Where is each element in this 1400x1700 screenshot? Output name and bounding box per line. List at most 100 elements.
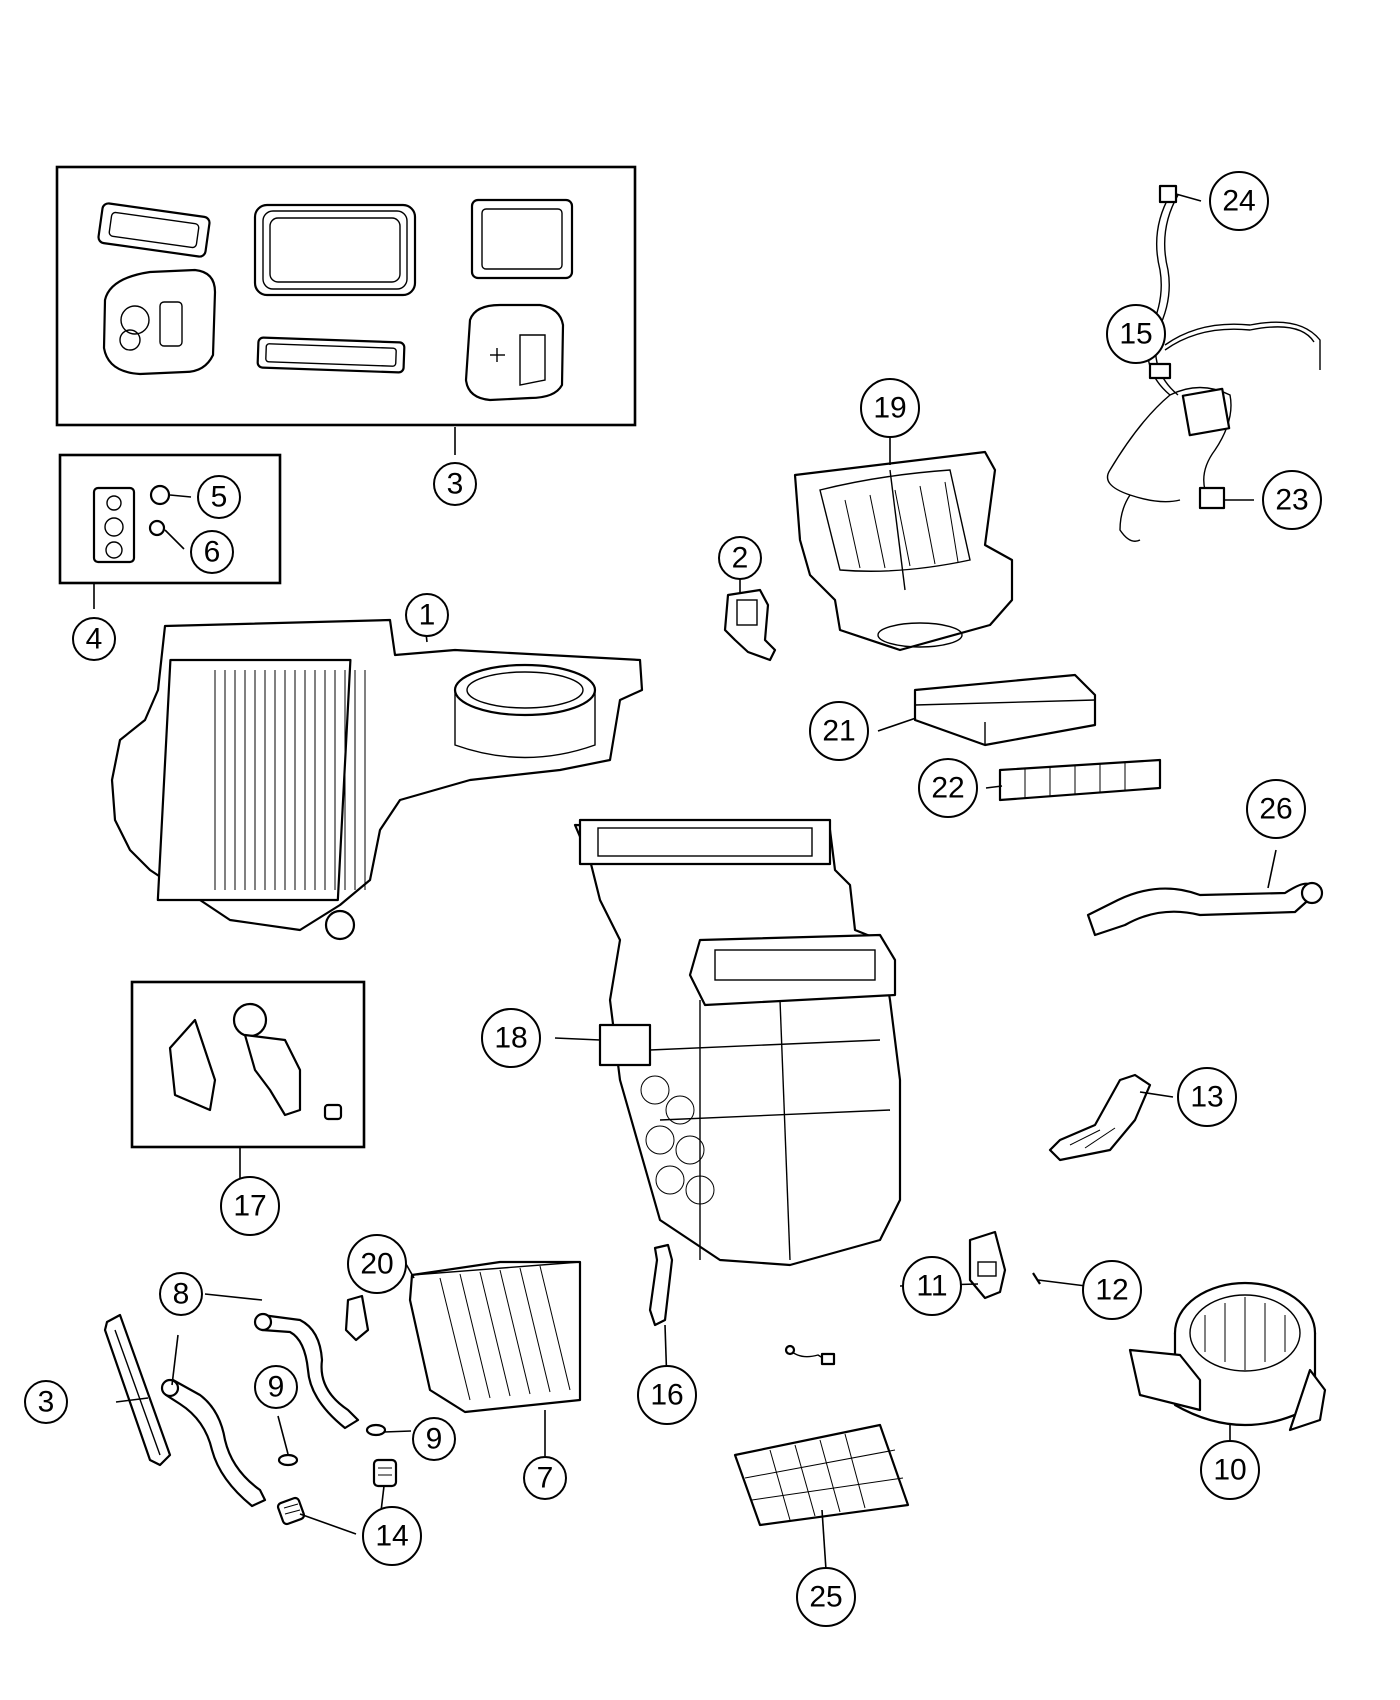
- seal-small-rect[interactable]: [97, 202, 211, 258]
- seal-large-frame[interactable]: [253, 203, 417, 297]
- bracket-20[interactable]: [344, 1294, 370, 1342]
- callout-c18[interactable]: 18: [481, 1008, 541, 1068]
- actuator-gear-arm[interactable]: [232, 1002, 302, 1117]
- callout-circle: [718, 536, 762, 580]
- callout-number: 3: [38, 1386, 55, 1419]
- callout-circle: [796, 1567, 856, 1627]
- callout-c3b[interactable]: 3: [24, 1380, 68, 1424]
- callout-number: 19: [873, 392, 906, 425]
- hvac-case-main[interactable]: [573, 818, 902, 1267]
- seal-evaporator-plate[interactable]: [102, 268, 217, 376]
- temperature-sensor-16[interactable]: [648, 1243, 674, 1327]
- heater-hose-8[interactable]: [160, 1312, 360, 1508]
- callout-circle: [72, 617, 116, 661]
- callout-c20[interactable]: 20: [347, 1234, 407, 1294]
- heater-core-7[interactable]: [408, 1260, 582, 1414]
- expansion-valve[interactable]: [92, 486, 136, 564]
- callout-number: 6: [204, 536, 221, 569]
- callout-c13[interactable]: 13: [1177, 1067, 1237, 1127]
- callout-c26[interactable]: 26: [1246, 779, 1306, 839]
- callout-c10[interactable]: 10: [1200, 1440, 1260, 1500]
- callout-circle: [1246, 779, 1306, 839]
- filter-grid-22[interactable]: [998, 758, 1162, 802]
- callout-circle: [1209, 171, 1269, 231]
- wiring-harness[interactable]: [1106, 184, 1321, 542]
- callout-c4[interactable]: 4: [72, 617, 116, 661]
- callout-c1[interactable]: 1: [405, 593, 449, 637]
- callout-number: 9: [426, 1423, 443, 1456]
- callout-circle: [24, 1380, 68, 1424]
- callout-c24[interactable]: 24: [1209, 171, 1269, 231]
- callout-c6[interactable]: 6: [190, 530, 234, 574]
- screw-12[interactable]: [1032, 1272, 1041, 1285]
- seal-foam-pad[interactable]: [464, 303, 565, 402]
- callout-circle: [405, 593, 449, 637]
- callout-c3a[interactable]: 3: [433, 462, 477, 506]
- actuator-2[interactable]: [723, 588, 777, 662]
- callout-number: 8: [173, 1278, 190, 1311]
- callout-c7[interactable]: 7: [523, 1456, 567, 1500]
- air-duct-13[interactable]: [1048, 1073, 1152, 1162]
- callout-c9b[interactable]: 9: [412, 1417, 456, 1461]
- callout-c23[interactable]: 23: [1262, 470, 1322, 530]
- callout-c21[interactable]: 21: [809, 701, 869, 761]
- callout-circle: [412, 1417, 456, 1461]
- callout-c11[interactable]: 11: [902, 1256, 962, 1316]
- harness-connector-24[interactable]: [1158, 184, 1178, 204]
- callout-c19[interactable]: 19: [860, 378, 920, 438]
- callout-c25[interactable]: 25: [796, 1567, 856, 1627]
- callout-c2[interactable]: 2: [718, 536, 762, 580]
- drain-hose-26[interactable]: [1086, 881, 1324, 937]
- callout-c8[interactable]: 8: [159, 1272, 203, 1316]
- callout-c17[interactable]: 17: [220, 1176, 280, 1236]
- seal-square-frame[interactable]: [470, 198, 574, 280]
- hvac-housing-upper[interactable]: [110, 618, 644, 941]
- actuator-plate[interactable]: [168, 1018, 217, 1112]
- o-ring-5[interactable]: [149, 484, 171, 506]
- callout-circle: [433, 462, 477, 506]
- seal-kit-frame: [55, 165, 637, 427]
- callout-number: 16: [650, 1379, 683, 1412]
- seal-flat-strip[interactable]: [256, 336, 406, 374]
- callout-number: 20: [360, 1248, 393, 1281]
- callout-number: 12: [1095, 1274, 1128, 1307]
- callout-circle: [918, 758, 978, 818]
- air-inlet-housing[interactable]: [793, 450, 1014, 652]
- callout-number: 17: [233, 1190, 266, 1223]
- hose-clamp-14b[interactable]: [372, 1458, 398, 1488]
- callout-number: 3: [447, 468, 464, 501]
- callout-number: 7: [537, 1462, 554, 1495]
- seal-3-lower[interactable]: [103, 1313, 172, 1467]
- callout-number: 25: [809, 1581, 842, 1614]
- o-ring-9b[interactable]: [365, 1423, 387, 1437]
- callout-c22[interactable]: 22: [918, 758, 978, 818]
- callout-number: 11: [916, 1270, 947, 1303]
- callout-number: 18: [494, 1022, 527, 1055]
- cabin-air-filter[interactable]: [913, 673, 1097, 747]
- actuator-clip[interactable]: [323, 1103, 343, 1121]
- callout-circle: [1082, 1260, 1142, 1320]
- callout-c14[interactable]: 14: [362, 1506, 422, 1566]
- callout-c5[interactable]: 5: [197, 475, 241, 519]
- callout-number: 13: [1190, 1081, 1223, 1114]
- callout-circle: [1200, 1440, 1260, 1500]
- blower-motor-10[interactable]: [1128, 1281, 1327, 1432]
- o-ring-6[interactable]: [148, 519, 166, 537]
- callout-number: 23: [1275, 484, 1308, 517]
- hose-clamp-14a[interactable]: [276, 1496, 306, 1526]
- callout-c12[interactable]: 12: [1082, 1260, 1142, 1320]
- evaporator-core-fins: [214, 670, 366, 890]
- callout-number: 2: [732, 542, 749, 575]
- grille-25[interactable]: [733, 1423, 910, 1527]
- callout-circle: [254, 1365, 298, 1409]
- callout-c16[interactable]: 16: [637, 1365, 697, 1425]
- expansion-valve-frame: [58, 453, 282, 585]
- callout-c9a[interactable]: 9: [254, 1365, 298, 1409]
- callout-circle: [860, 378, 920, 438]
- sensor-lead[interactable]: [784, 1344, 836, 1366]
- callout-circle: [1177, 1067, 1237, 1127]
- blower-resistor-11[interactable]: [968, 1230, 1007, 1300]
- o-ring-9a[interactable]: [277, 1453, 299, 1467]
- callout-number: 1: [419, 599, 436, 632]
- callout-c15[interactable]: 15: [1106, 304, 1166, 364]
